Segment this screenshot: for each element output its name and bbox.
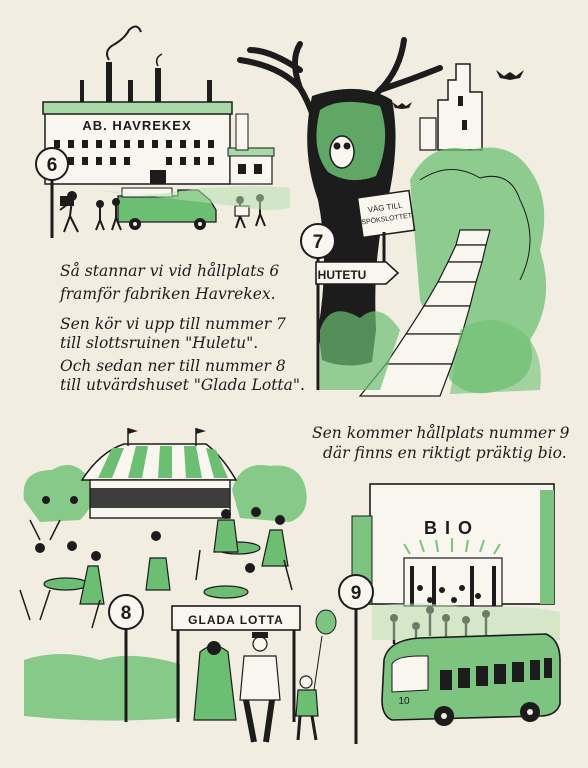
factory-text-line-5: Och sedan ner till nummer 8 [60,357,286,375]
factory-text-line-2: framför fabriken Havrekex. [60,285,276,303]
inn-illustration [19,428,337,743]
factory-text-line-3: Sen kör vi upp till nummer 7 [60,315,286,333]
factory-text-line-6: till utvärdshuset "Glada Lotta". [60,376,305,394]
factory-text-line-1: Så stannar vi vid hållplats 6 [60,262,280,280]
bio-sign: BIO [424,518,480,538]
stop-7-number: 7 [313,232,324,253]
stop-6-number: 6 [47,155,58,176]
bus-number: 10 [398,696,410,707]
stop-8-number: 8 [121,603,132,624]
cinema-text-line-1: Sen kommer hållplats nummer 9 [312,424,570,442]
cinema-illustration [338,483,561,744]
factory-illustration [35,25,290,238]
factory-sign: AB. HAVREKEX [82,118,191,133]
glada-lotta-sign: GLADA LOTTA [188,613,284,627]
hutetu-arrow-sign: HUTETU [318,268,367,282]
cinema-text-line-2: där finns en riktigt präktig bio. [323,444,567,462]
castle-illustration [237,37,547,397]
stop-9-number: 9 [351,583,362,604]
factory-text-line-4: till slottsruinen "Huletu". [60,334,259,352]
